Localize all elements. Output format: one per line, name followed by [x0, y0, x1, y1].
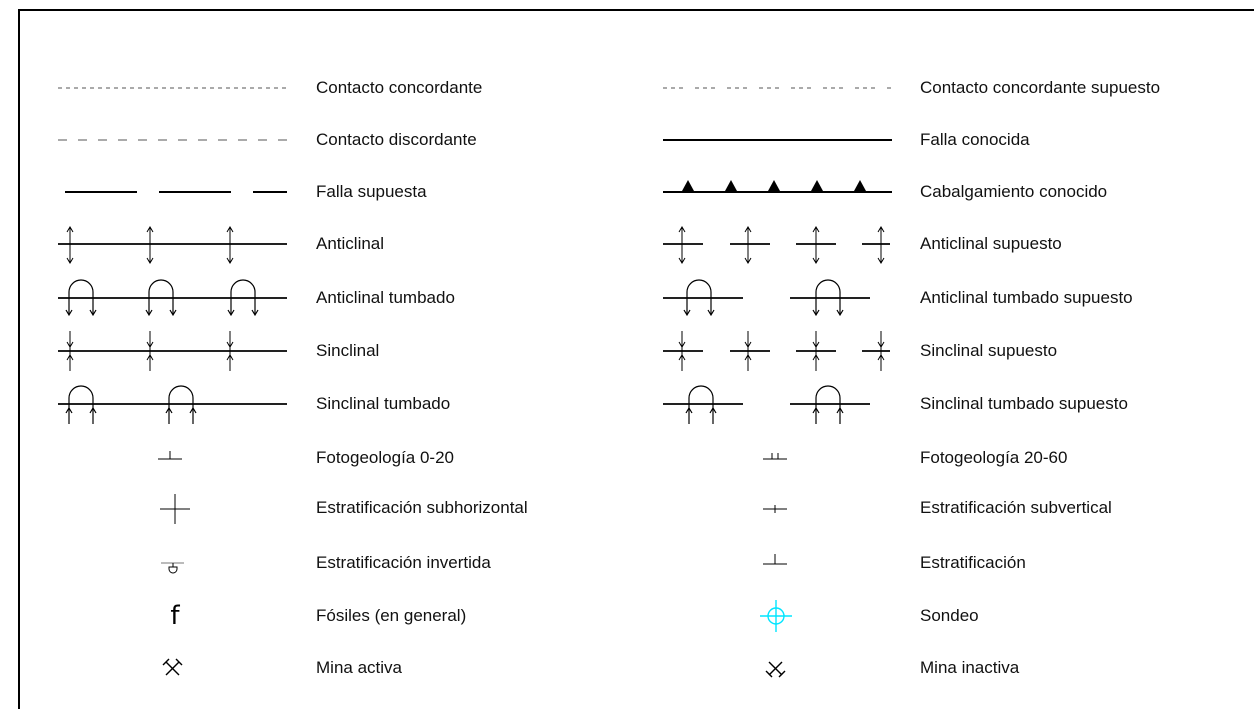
active-mine-icon	[162, 658, 183, 676]
legend-label: Fósiles (en general)	[316, 606, 467, 625]
legend-label: Sinclinal tumbado	[316, 394, 451, 413]
legend-label: Estratificación invertida	[316, 553, 491, 572]
legend-label: Anticlinal supuesto	[920, 234, 1062, 253]
legend-label: Anticlinal	[316, 234, 385, 253]
legend-item-estratificacion-subvertical: Estratificación subvertical	[660, 486, 1250, 530]
legend-item-sinclinal-tumbado-supuesto: Sinclinal tumbado supuesto	[660, 382, 1250, 426]
legend-item-fotogeologia-20-60: Fotogeología 20-60	[660, 436, 1250, 480]
legend-item-estratificacion-invertida: Estratificación invertida	[55, 541, 595, 585]
overturned-syncline-icon	[58, 385, 287, 424]
legend-item-estratificacion-subhorizontal: Estratificación subhorizontal	[55, 486, 595, 530]
legend-label: Sinclinal	[316, 341, 380, 360]
inverted-bedding-icon	[161, 562, 184, 574]
legend-item-contacto-concordante-supuesto: Contacto concordante supuesto	[660, 66, 1250, 110]
legend-item-sinclinal-tumbado: Sinclinal tumbado	[55, 382, 595, 426]
legend-item-falla-conocida: Falla conocida	[660, 118, 1250, 162]
legend-label: Anticlinal tumbado supuesto	[920, 288, 1133, 307]
inactive-mine-icon	[765, 661, 786, 678]
legend-label: Fotogeología 0-20	[316, 448, 454, 467]
legend-item-contacto-concordante: Contacto concordante	[55, 66, 595, 110]
dotted-line-icon	[58, 87, 287, 89]
inferred-overturned-syncline-icon	[663, 385, 870, 424]
legend-item-sinclinal: Sinclinal	[55, 329, 595, 373]
bedding-icon	[763, 554, 787, 565]
photogeology-20-60-icon	[763, 453, 787, 460]
legend-label: Estratificación subvertical	[920, 498, 1112, 517]
anticline-icon	[58, 226, 287, 264]
legend-label: Cabalgamiento conocido	[920, 182, 1108, 201]
legend-label: Falla supuesta	[316, 182, 427, 201]
fossil-icon: f	[55, 594, 295, 638]
dashed-line-icon	[58, 139, 287, 141]
legend-label: Contacto discordante	[316, 130, 477, 149]
legend-label: Sinclinal tumbado supuesto	[920, 394, 1128, 413]
inferred-anticline-icon	[663, 226, 890, 264]
legend-item-mina-inactiva: Mina inactiva	[660, 646, 1250, 690]
solid-line-icon	[663, 139, 892, 141]
legend-item-sondeo: Sondeo	[660, 594, 1250, 638]
photogeology-0-20-icon	[158, 451, 182, 460]
inferred-syncline-icon	[663, 331, 890, 371]
legend-label: Estratificación	[920, 553, 1026, 572]
legend-item-anticlinal-supuesto: Anticlinal supuesto	[660, 222, 1250, 266]
borehole-icon	[760, 600, 792, 632]
overturned-anticline-icon	[58, 279, 287, 317]
legend-label: Sinclinal supuesto	[920, 341, 1058, 360]
legend-item-fotogeologia-0-20: Fotogeología 0-20	[55, 436, 595, 480]
legend-item-mina-activa: Mina activa	[55, 646, 595, 690]
dash-dot-line-icon	[663, 87, 892, 89]
legend-item-estratificacion: Estratificación	[660, 541, 1250, 585]
inferred-overturned-anticline-icon	[663, 279, 870, 317]
legend-label: Mina activa	[316, 658, 402, 677]
legend-item-fosiles: f Fósiles (en general)	[55, 594, 595, 638]
legend-item-anticlinal: Anticlinal	[55, 222, 595, 266]
legend-label: Mina inactiva	[920, 658, 1020, 677]
fossil-glyph: f	[170, 601, 180, 631]
legend-item-sinclinal-supuesto: Sinclinal supuesto	[660, 329, 1250, 373]
legend-item-cabalgamiento-conocido: Cabalgamiento conocido	[660, 170, 1250, 214]
legend-frame	[18, 9, 1254, 709]
legend-label: Fotogeología 20-60	[920, 448, 1068, 467]
legend-label: Falla conocida	[920, 130, 1030, 149]
legend-label: Contacto concordante supuesto	[920, 78, 1161, 97]
legend-item-falla-supuesta: Falla supuesta	[55, 170, 595, 214]
thrust-fault-icon	[663, 180, 892, 193]
long-dash-line-icon	[65, 191, 287, 193]
legend-item-anticlinal-tumbado-supuesto: Anticlinal tumbado supuesto	[660, 276, 1250, 320]
legend-label: Estratificación subhorizontal	[316, 498, 528, 517]
legend-label: Contacto concordante	[316, 78, 483, 97]
subvertical-bedding-icon	[763, 505, 787, 513]
syncline-icon	[58, 331, 287, 371]
subhorizontal-bedding-icon	[160, 494, 190, 524]
legend-item-contacto-discordante: Contacto discordante	[55, 118, 595, 162]
legend-item-anticlinal-tumbado: Anticlinal tumbado	[55, 276, 595, 320]
legend-label: Sondeo	[920, 606, 979, 625]
legend-label: Anticlinal tumbado	[316, 288, 455, 307]
